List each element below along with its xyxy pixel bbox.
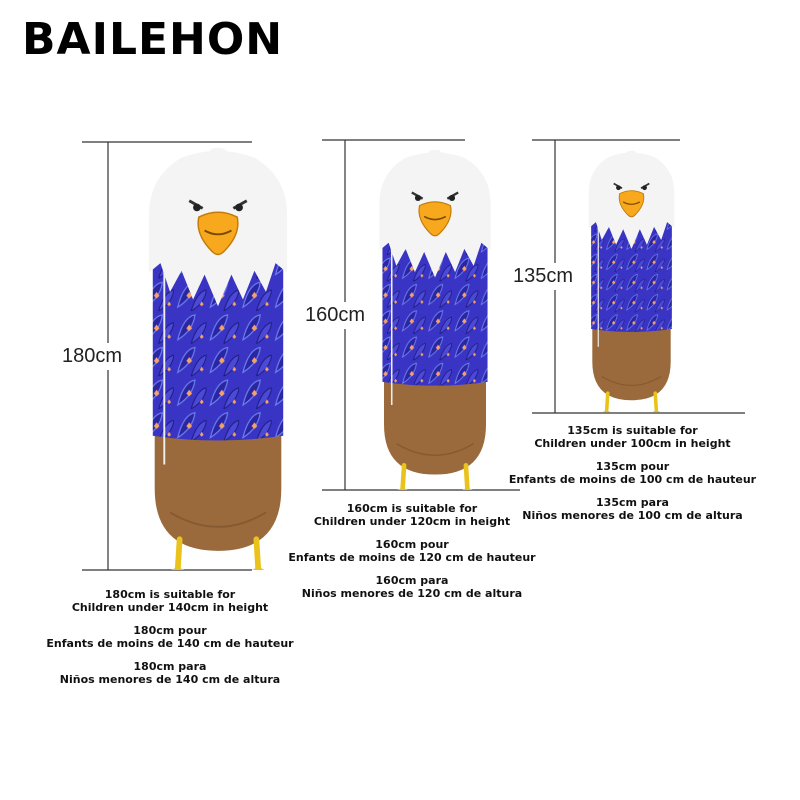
caption-es-line1: 160cm para [375,574,449,587]
caption-es-line1: 135cm para [596,496,669,509]
caption-en-line1: 180cm is suitable for [104,588,236,601]
caption-fr-line1: 135cm pour [595,460,670,473]
caption-en-line2: Children under 140cm in height [71,601,269,614]
caption-en-line1: 135cm is suitable for [567,424,698,437]
brand-logo: BAILEHON [22,14,284,65]
caption-fr-line2: Enfants de moins de 100 cm de hauteur [508,473,757,486]
caption-es-line2: Niños menores de 140 cm de altura [59,673,281,686]
caption-fr-line1: 180cm pour [133,624,207,637]
height-label-180: 180cm [62,343,123,370]
caption-fr-line2: Enfants de moins de 120 cm de hauteur [288,551,536,564]
caption-fr-line1: 160cm pour [375,538,449,551]
caption-en-line2: Children under 100cm in height [534,437,731,450]
caption-fr-line2: Enfants de moins de 140 cm de hauteur [46,637,294,650]
eagle-sleeping-bag-180 [138,148,298,570]
caption-es-line1: 180cm para [133,660,207,673]
caption-en-line2: Children under 120cm in height [313,515,511,528]
height-label-160: 160cm [305,302,366,329]
caption-en-line1: 160cm is suitable for [346,502,478,515]
eagle-sleeping-bag-135 [584,150,679,413]
eagle-sleeping-bag-160 [370,150,500,490]
height-label-135: 135cm [513,263,574,290]
caption-es-line2: Niños menores de 100 cm de altura [522,509,743,522]
caption-es-line2: Niños menores de 120 cm de altura [301,587,523,600]
